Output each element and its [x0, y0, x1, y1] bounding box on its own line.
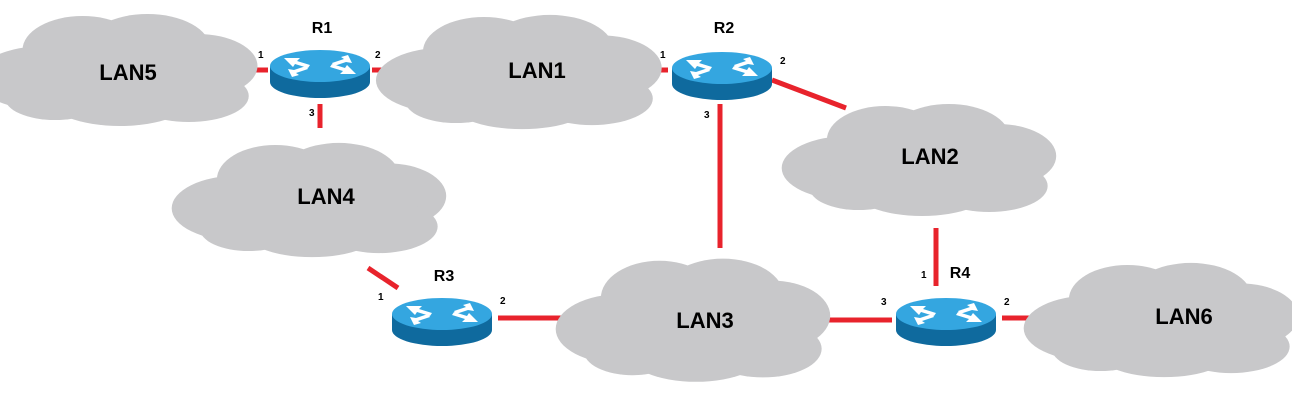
router-label-r3: R3	[434, 268, 455, 285]
port-label-r2-1: 1	[660, 50, 666, 61]
cloud-label-lan5: LAN5	[99, 60, 156, 85]
port-label-r1-1: 1	[258, 50, 264, 61]
port-label-r3-1: 1	[378, 292, 384, 303]
link-lan4-r3	[366, 265, 400, 291]
port-label-r3-2: 2	[500, 296, 506, 307]
router-r3	[392, 298, 492, 346]
port-label-r2-3: 3	[704, 110, 710, 121]
router-icon	[672, 52, 772, 100]
router-icon	[270, 50, 370, 98]
port-label-r4-1: 1	[921, 270, 927, 281]
port-label-layer: 1 2 3 1 2 3 1 2 1 2 3	[258, 50, 1010, 308]
link-layer	[230, 67, 1048, 323]
cloud-label-lan4: LAN4	[297, 184, 355, 209]
cloud-label-lan1: LAN1	[508, 58, 565, 83]
link-r2-lan2	[771, 77, 847, 111]
router-r2	[672, 52, 772, 100]
router-r4	[896, 298, 996, 346]
router-r1	[270, 50, 370, 98]
cloud-label-lan6: LAN6	[1155, 304, 1212, 329]
router-label-r1: R1	[312, 20, 333, 37]
cloud-label-lan3: LAN3	[676, 308, 733, 333]
cloud-label-lan2: LAN2	[901, 144, 958, 169]
router-icon	[896, 298, 996, 346]
port-label-r1-3: 3	[309, 108, 315, 119]
port-label-r4-3: 3	[881, 297, 887, 308]
cloud-layer: LAN5 LAN1 LAN2 LAN4 LAN3 LAN6	[0, 14, 1292, 382]
port-label-r4-2: 2	[1004, 297, 1010, 308]
router-layer: R1 R2 R3 R4	[270, 20, 996, 346]
port-label-r1-2: 2	[375, 50, 381, 61]
router-label-r4: R4	[950, 265, 971, 282]
router-label-r2: R2	[714, 20, 735, 37]
port-label-r2-2: 2	[780, 56, 786, 67]
router-icon	[392, 298, 492, 346]
